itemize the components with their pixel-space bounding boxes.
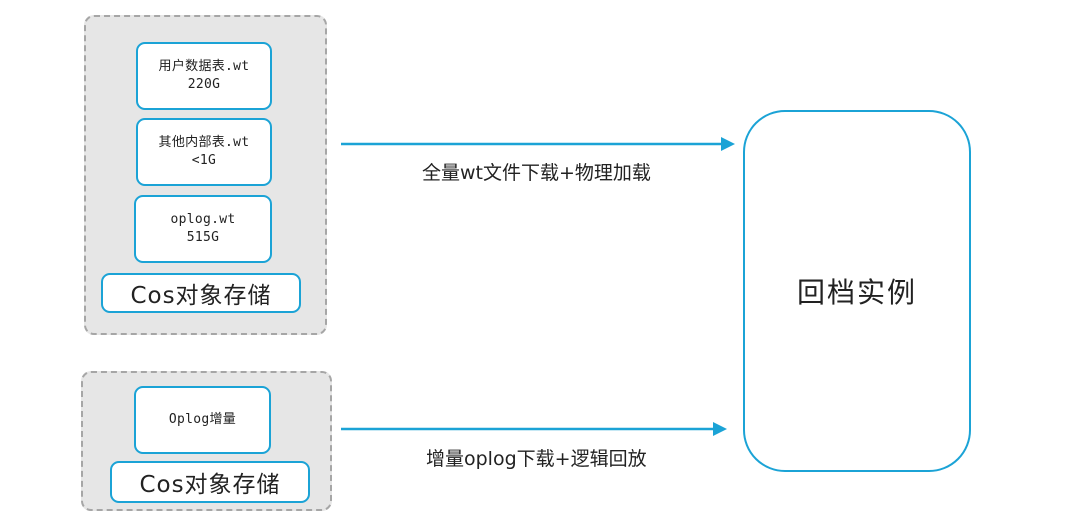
file-name: oplog.wt (170, 212, 236, 227)
file-box-internal-tables: 其他内部表.wt <1G (136, 118, 272, 186)
rollback-instance-label: 回档实例 (796, 276, 917, 309)
incremental-item-label: Oplog增量 (168, 412, 237, 427)
file-box-user-data: 用户数据表.wt 220G (136, 42, 272, 110)
rollback-instance-box: 回档实例 (743, 110, 971, 472)
file-name: 用户数据表.wt (158, 59, 250, 74)
file-size: 515G (186, 230, 220, 245)
arrow-label-full: 全量wt文件下载+物理加载 (422, 162, 651, 184)
arrow-full-download (341, 137, 735, 151)
file-name: 其他内部表.wt (158, 135, 250, 150)
oplog-incremental-box: Oplog增量 (134, 386, 271, 454)
cos-storage-label-full: Cos对象存储 (101, 273, 301, 313)
cos-storage-label-incremental: Cos对象存储 (110, 461, 310, 503)
storage-label: Cos对象存储 (130, 283, 272, 309)
file-size: <1G (191, 153, 217, 168)
file-box-oplog: oplog.wt 515G (134, 195, 272, 263)
file-size: 220G (187, 77, 221, 92)
storage-label: Cos对象存储 (139, 472, 281, 498)
arrow-incremental-download (341, 422, 727, 436)
arrow-label-incremental: 增量oplog下载+逻辑回放 (426, 448, 647, 470)
